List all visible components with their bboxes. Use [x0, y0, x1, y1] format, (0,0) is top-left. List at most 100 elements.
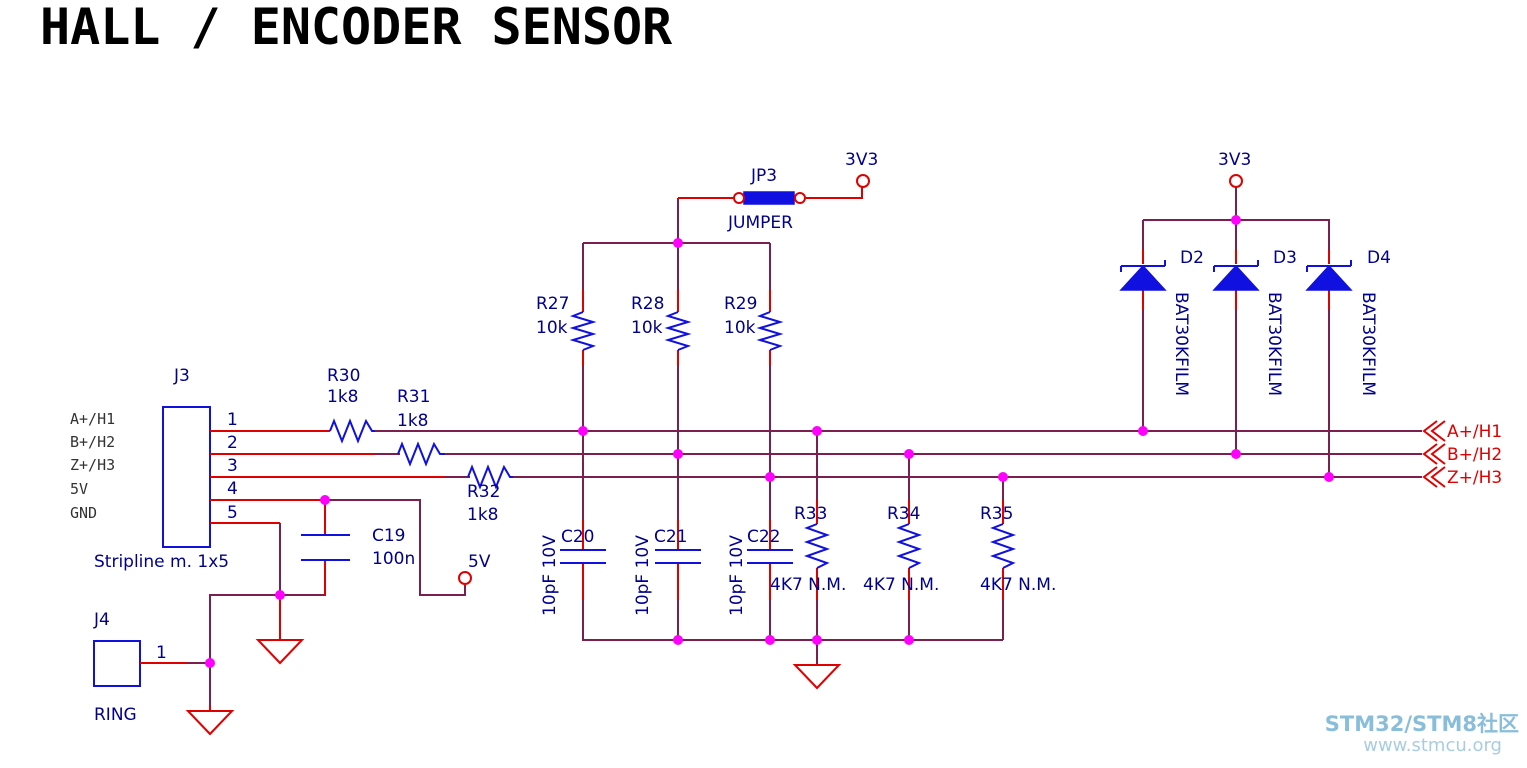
junction-dots	[205, 215, 1334, 668]
power-port-icon	[856, 174, 870, 188]
junction-dot	[904, 449, 914, 459]
capacitor-c20: C20 10pF 10V	[540, 520, 606, 616]
jumper-jp3: JP3 JUMPER	[678, 166, 863, 233]
j3-pin-number-1: 1	[227, 410, 238, 430]
junction-dot	[998, 472, 1008, 482]
jumper-jp3-ref: JP3	[750, 166, 777, 186]
connector-j4-ref: J4	[93, 610, 110, 630]
resistor-r27-body	[569, 311, 597, 351]
wire-pullups-down	[582, 365, 771, 520]
diode-d4-value: BAT30KFILM	[1358, 292, 1378, 396]
junction-dot	[1231, 215, 1241, 225]
resistor-r28-value: 10k	[631, 318, 663, 338]
capacitor-c21: C21 10pF 10V	[633, 520, 701, 616]
capacitor-c20-plates	[560, 549, 606, 564]
diode-d3: D3 BAT30KFILM	[1212, 248, 1297, 396]
j3-pin-label-5: GND	[70, 504, 97, 522]
ground-icon	[792, 664, 842, 690]
junction-dot	[812, 426, 822, 436]
resistor-r30: R30 1k8	[305, 366, 375, 444]
watermark-url: www.stmcu.org	[1363, 735, 1502, 756]
net-port-a-h1: A+/H1	[1422, 420, 1502, 442]
power-3v3-left: 3V3	[845, 150, 878, 188]
capacitor-c20-value: 10pF 10V	[540, 535, 560, 616]
capacitor-c21-ref: C21	[654, 527, 688, 547]
resistor-r29-value: 10k	[724, 318, 756, 338]
junction-dot	[578, 426, 588, 436]
resistor-r30-body	[329, 418, 375, 444]
junction-dot	[1324, 472, 1334, 482]
diode-d4-ref: D4	[1367, 248, 1391, 268]
diode-d4-body	[1305, 264, 1353, 291]
resistor-r31: R31 1k8	[397, 387, 445, 467]
j3-pin-label-4: 5V	[70, 480, 88, 498]
j3-pin-label-3: Z+/H3	[70, 456, 115, 474]
wire-diodes-down	[1142, 310, 1330, 477]
wire-pulldowns-down	[816, 600, 1004, 665]
capacitor-c19-ref: C19	[372, 526, 406, 546]
j3-pin-label-2: B+/H2	[70, 433, 115, 451]
resistor-r27: R27 10k	[536, 290, 597, 365]
junction-dot	[765, 472, 775, 482]
diode-d4: D4 BAT30KFILM	[1305, 248, 1391, 396]
resistor-r34: R34 4K7 N.M.	[863, 500, 939, 600]
power-3v3-left-label: 3V3	[845, 150, 878, 170]
wire-5v	[325, 499, 466, 596]
diode-d3-value: BAT30KFILM	[1264, 292, 1284, 396]
net-port-z-h3: Z+/H3	[1422, 466, 1502, 488]
j4-pin-number: 1	[156, 643, 167, 663]
resistor-r29-ref: R29	[724, 294, 757, 314]
resistor-r33-body	[803, 523, 831, 569]
net-port-icon	[1422, 420, 1446, 442]
resistor-r35-body	[989, 523, 1017, 569]
resistor-r33-ref: R33	[794, 504, 827, 524]
junction-dot	[320, 495, 330, 505]
resistor-r29-body	[756, 311, 784, 351]
junction-dot	[812, 635, 822, 645]
resistor-r28-ref: R28	[631, 294, 664, 314]
resistor-r30-value: 1k8	[327, 387, 358, 407]
j3-pin-number-5: 5	[227, 503, 238, 523]
junction-dot	[205, 658, 215, 668]
capacitor-c20-ref: C20	[561, 527, 595, 547]
resistor-r34-ref: R34	[887, 504, 920, 524]
connector-j4: J4 RING 1	[93, 610, 187, 725]
ground-icon	[185, 710, 235, 736]
ground-symbols	[185, 600, 842, 736]
junction-dot	[673, 635, 683, 645]
capacitor-c19: C19 100n	[301, 500, 415, 595]
diode-d2-value: BAT30KFILM	[1171, 292, 1191, 396]
junction-dot	[765, 635, 775, 645]
junction-dot	[1231, 449, 1241, 459]
capacitor-c21-value: 10pF 10V	[633, 535, 653, 616]
junction-dot	[673, 449, 683, 459]
capacitor-c22: C22 10pF 10V	[727, 520, 793, 616]
diode-d2-ref: D2	[1180, 248, 1204, 268]
net-port-b-h2: B+/H2	[1422, 443, 1502, 465]
resistor-r31-body	[397, 441, 445, 467]
capacitor-c21-plates	[655, 549, 701, 564]
resistor-r28-body	[664, 311, 692, 351]
wire-cap-ground-rail	[582, 600, 1003, 641]
capacitor-c22-ref: C22	[747, 527, 781, 547]
resistor-r32-ref: R32	[467, 482, 500, 502]
capacitor-c19-plates	[301, 534, 350, 561]
j3-pin-number-4: 4	[227, 479, 238, 499]
jumper-jp3-value: JUMPER	[727, 213, 793, 233]
net-port-b-h2-label: B+/H2	[1447, 445, 1502, 465]
connector-j3-body	[162, 406, 211, 548]
connector-j3: J3 Stripline m. 1x5 A+/H1 B+/H2 Z+/H3 5V…	[70, 366, 445, 572]
diode-d2-body	[1119, 264, 1167, 291]
junction-dot	[673, 238, 683, 248]
power-5v-label: 5V	[468, 552, 491, 572]
diode-d3-ref: D3	[1273, 248, 1297, 268]
resistor-r35-value: 4K7 N.M.	[980, 575, 1056, 595]
resistor-r30-ref: R30	[327, 366, 360, 386]
ground-icon	[255, 639, 305, 665]
connector-j3-value: Stripline m. 1x5	[94, 552, 229, 572]
net-port-a-h1-label: A+/H1	[1447, 422, 1502, 442]
j3-pin-number-3: 3	[227, 456, 238, 476]
resistor-r34-value: 4K7 N.M.	[863, 575, 939, 595]
